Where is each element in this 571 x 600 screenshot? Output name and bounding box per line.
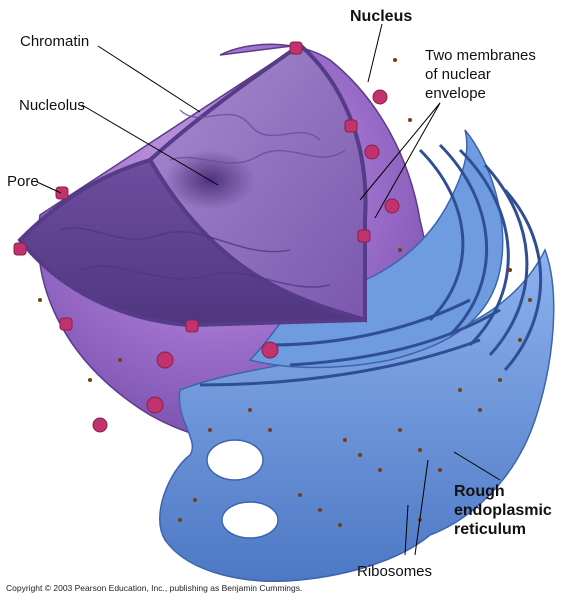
leader-lines	[36, 23, 501, 556]
label-rer-line2: endoplasmic	[454, 502, 552, 519]
nucleus-cutaway	[17, 42, 368, 328]
label-rer-line1: Rough	[454, 483, 505, 500]
label-envelope-line3: envelope	[425, 85, 486, 102]
label-nucleolus: Nucleolus	[19, 97, 85, 114]
nuclear-pores	[13, 41, 400, 433]
label-envelope-line1: Two membranes	[425, 47, 536, 64]
label-ribosomes: Ribosomes	[357, 563, 433, 580]
label-pore: Pore	[7, 173, 39, 190]
label-chromatin: Chromatin	[20, 33, 90, 50]
label-envelope-line2: of nuclear	[425, 66, 491, 83]
ribosome-dots	[38, 58, 532, 527]
label-rer-line3: reticulum	[454, 521, 527, 538]
label-nucleus: Nucleus	[350, 8, 413, 25]
copyright-notice: Copyright © 2003 Pearson Education, Inc.…	[6, 583, 303, 593]
